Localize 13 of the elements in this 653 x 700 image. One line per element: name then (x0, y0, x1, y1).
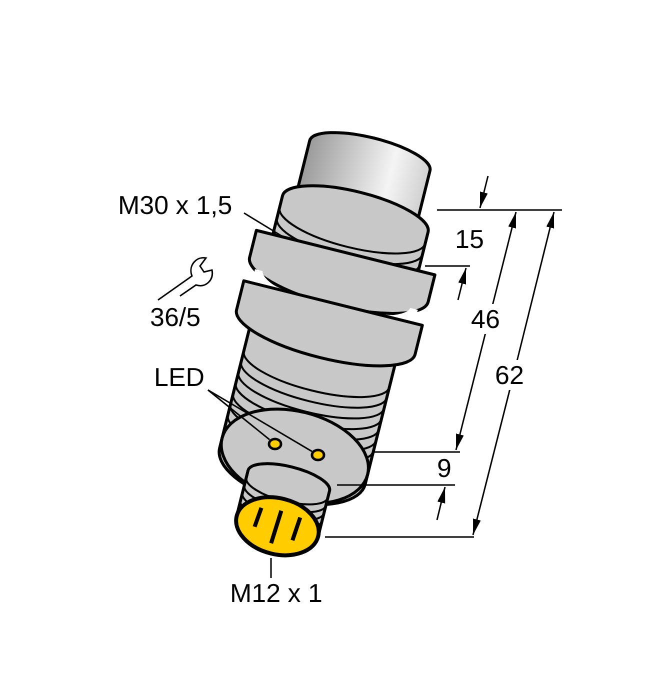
dimension-value: 46 (471, 304, 500, 334)
callout-label: M12 x 1 (230, 578, 322, 608)
wrench-size-label: 36/5 (150, 302, 201, 332)
led-indicator (268, 438, 282, 450)
leader-line (208, 389, 312, 452)
leader-line (208, 389, 270, 440)
callout-label: M30 x 1,5 (118, 190, 232, 220)
led-indicator (310, 448, 326, 462)
dimension-value: 15 (455, 224, 484, 254)
dimension-value: 9 (437, 453, 452, 483)
leader-line (270, 558, 272, 578)
callout-label: LED (154, 362, 205, 392)
dimension-value: 62 (495, 360, 524, 390)
